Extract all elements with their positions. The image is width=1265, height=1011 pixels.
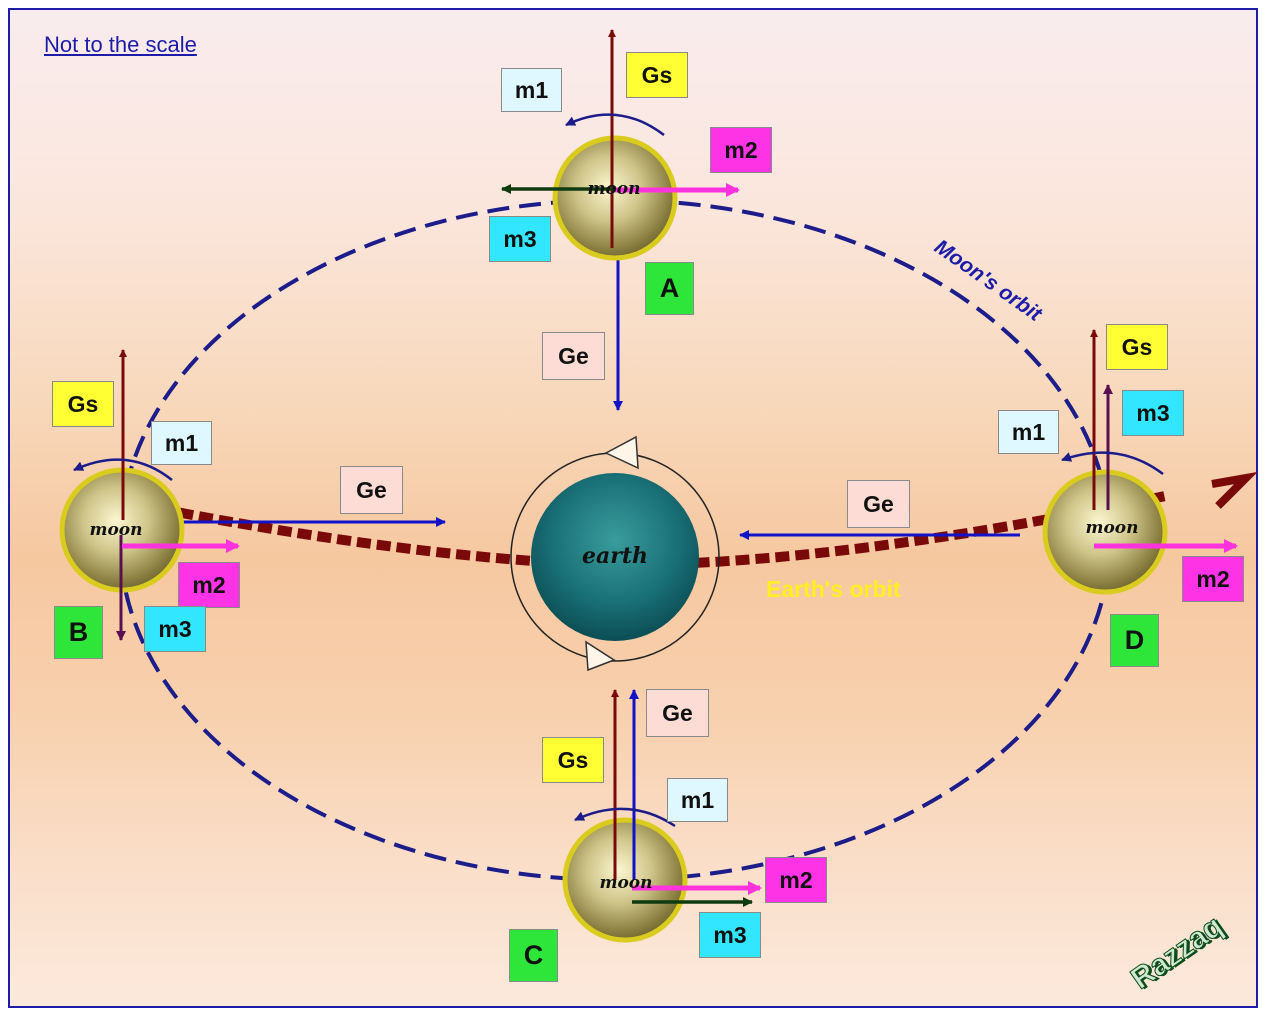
m3-label-a: m3 [489, 216, 551, 262]
ge-label-d: Ge [847, 480, 910, 528]
moon-orbit-label: Moon's orbit [930, 235, 1047, 326]
m2-label-c: m2 [765, 857, 827, 903]
gs-label-c: Gs [542, 737, 604, 783]
earth-orbit-arrowhead [1211, 471, 1258, 509]
earth-orbit-label: Earth's orbit [766, 576, 901, 602]
earth-label: earth [582, 543, 648, 569]
earth [531, 473, 699, 641]
m1-label-b: m1 [151, 421, 212, 465]
moon-c [562, 817, 688, 943]
m2-label-d: m2 [1182, 556, 1244, 602]
earth-orbit [139, 490, 1172, 571]
m1-arrow-d [1061, 451, 1164, 475]
position-d: D [1110, 614, 1159, 667]
m1-label-c: m1 [667, 778, 728, 822]
moon-label-b: moon [89, 520, 142, 540]
position-c: C [509, 929, 558, 982]
m2-label-b: m2 [178, 562, 240, 608]
m3-label-c: m3 [699, 912, 761, 958]
m3-label-b: m3 [144, 606, 206, 652]
position-b: B [54, 606, 103, 659]
m1-label-d: m1 [998, 410, 1059, 454]
m1-arrow-b [73, 458, 173, 481]
moon-label-d: moon [1085, 518, 1138, 538]
m3-label-d: m3 [1122, 390, 1184, 436]
moon-label-a: moon [587, 179, 640, 199]
razzaq-logo: Razzaq Razzaq [1125, 909, 1232, 996]
m1-arrow-c [574, 807, 676, 828]
ge-label-b: Ge [340, 466, 403, 514]
m1-label-a: m1 [501, 68, 562, 112]
moon-d [1042, 469, 1168, 595]
gs-label-d: Gs [1106, 324, 1168, 370]
position-a: A [645, 262, 694, 315]
ge-label-a: Ge [542, 332, 605, 380]
gs-label-b: Gs [52, 381, 114, 427]
rotation-arrowhead-top [604, 435, 639, 470]
gs-label-a: Gs [626, 52, 688, 98]
scale-note: Not to the scale [44, 32, 197, 57]
m1-arrow-a [565, 113, 665, 136]
ge-label-c: Ge [646, 689, 709, 737]
moon-label-c: moon [599, 873, 652, 893]
moon-a [552, 135, 678, 261]
rotation-arrowhead-bottom [585, 640, 616, 672]
svg-text:Razzaq: Razzaq [1125, 909, 1229, 995]
m2-label-a: m2 [710, 127, 772, 173]
